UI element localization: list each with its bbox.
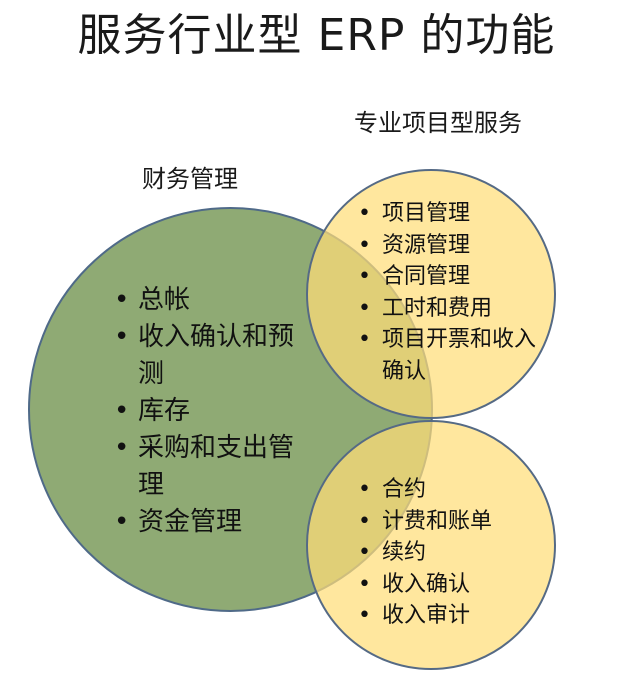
- list-item: • 合约: [356, 474, 546, 506]
- list-item: • 收入审计: [356, 600, 546, 632]
- list-item: • 项目管理: [356, 198, 546, 230]
- bullet-icon: •: [114, 507, 130, 537]
- feature-text: 项目开票和收入确认: [382, 327, 537, 384]
- list-item: • 采购和支出管理: [112, 430, 312, 504]
- list-item: • 续约: [356, 537, 546, 569]
- list-item: • 收入确认: [356, 569, 546, 601]
- bullet-icon: •: [114, 396, 130, 426]
- feature-text: 工时和费用: [382, 295, 493, 321]
- list-item: • 合同管理: [356, 261, 546, 293]
- bullet-icon: •: [114, 322, 130, 352]
- bullet-icon: •: [358, 232, 371, 258]
- feature-text: 收入确认和预测: [138, 322, 295, 389]
- list-item: • 总帐: [112, 282, 312, 319]
- billing-feature-list: • 合约 • 计费和账单 • 续约 • 收入确认 • 收入审计: [356, 474, 546, 632]
- feature-text: 收入审计: [382, 603, 471, 628]
- list-item: • 资源管理: [356, 230, 546, 262]
- bullet-icon: •: [358, 295, 371, 321]
- list-item: • 库存: [112, 393, 312, 430]
- feature-text: 总帐: [138, 285, 191, 315]
- feature-text: 库存: [138, 396, 191, 426]
- list-item: • 资金管理: [112, 504, 312, 541]
- project-services-circle: [306, 169, 556, 419]
- list-item: • 工时和费用: [356, 293, 546, 325]
- feature-text: 续约: [382, 540, 427, 565]
- feature-text: 项目管理: [382, 201, 471, 226]
- bullet-icon: •: [358, 264, 371, 289]
- feature-text: 收入确认: [382, 571, 471, 597]
- page-title: 服务行业型 ERP 的功能: [77, 10, 556, 61]
- billing-circle: [306, 420, 556, 670]
- list-item: • 计费和账单: [356, 506, 546, 538]
- feature-text: 合同管理: [382, 264, 471, 289]
- list-item: • 收入确认和预测: [112, 319, 312, 393]
- bullet-icon: •: [114, 433, 130, 463]
- feature-text: 合约: [382, 477, 427, 502]
- feature-text: 资金管理: [138, 507, 243, 537]
- finance-label: 财务管理: [142, 165, 238, 193]
- feature-text: 采购和支出管理: [138, 433, 295, 500]
- project-services-label: 专业项目型服务: [354, 109, 522, 137]
- project-services-feature-list: • 项目管理 • 资源管理 • 合同管理 • 工时和费用 • 项目开票和收入确认: [356, 198, 546, 387]
- bullet-icon: •: [358, 327, 371, 352]
- bullet-icon: •: [358, 540, 371, 565]
- bullet-icon: •: [358, 477, 371, 502]
- feature-text: 资源管理: [382, 232, 471, 258]
- finance-feature-list: • 总帐 • 收入确认和预测 • 库存 • 采购和支出管理 • 资金管理: [112, 282, 312, 541]
- bullet-icon: •: [358, 603, 371, 628]
- bullet-icon: •: [358, 201, 371, 226]
- bullet-icon: •: [358, 508, 371, 534]
- bullet-icon: •: [114, 285, 130, 315]
- feature-text: 计费和账单: [382, 508, 493, 534]
- bullet-icon: •: [358, 571, 371, 597]
- list-item: • 项目开票和收入确认: [356, 324, 546, 387]
